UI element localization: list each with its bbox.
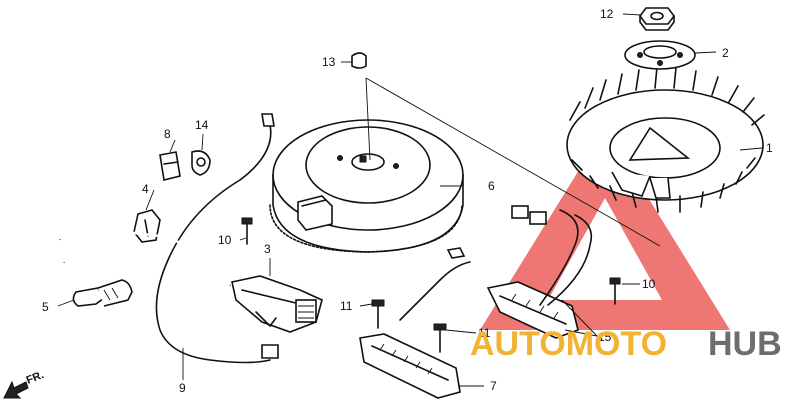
watermark-text-primary: AUTOMOTO (470, 325, 667, 363)
callout-11-b: 11 (478, 326, 491, 340)
charge-coil (359, 247, 471, 399)
callout-13: 13 (322, 55, 336, 69)
watermark-logo-text: AUTOMOTO HUB (470, 325, 782, 363)
cord-clip-8 (159, 151, 181, 181)
ignition-wire (155, 113, 279, 364)
alternator-coil (486, 205, 593, 339)
callout-2: 2 (722, 46, 729, 60)
watermark-text-secondary: HUB (708, 325, 782, 363)
starter-cup (624, 40, 696, 70)
callouts: 1 2 3 4 5 6 7 8 9 10 10 11 11 12 13 14 1… (42, 7, 773, 395)
watermark-logo-triangle (480, 128, 730, 330)
grommet (133, 209, 161, 243)
bolt-10-right (609, 277, 621, 305)
callout-7: 7 (490, 379, 497, 393)
callout-12: 12 (600, 7, 614, 21)
woodruff-key (351, 52, 367, 69)
callout-10-right: 10 (642, 277, 656, 291)
bolt-11-a (371, 299, 385, 329)
direction-label: FR. (25, 369, 46, 387)
leader-lines (57, 13, 763, 387)
callout-11-a: 11 (340, 299, 353, 313)
flywheel (269, 119, 464, 253)
callout-5: 5 (42, 300, 49, 314)
callout-4: 4 (142, 182, 149, 196)
cooling-fan (566, 66, 765, 213)
callout-6: 6 (488, 179, 495, 193)
front-direction-indicator: FR. (3, 369, 46, 399)
bolt-10-left (241, 217, 253, 245)
spark-plug-cap (72, 279, 133, 307)
flange-nut (639, 7, 675, 31)
callout-3: 3 (264, 242, 271, 256)
direction-arrow-icon (3, 380, 29, 399)
callout-1: 1 (766, 141, 773, 155)
callout-9: 9 (179, 381, 186, 395)
callout-15: 15 (598, 330, 612, 344)
callout-10-left: 10 (218, 233, 232, 247)
callout-8: 8 (164, 127, 171, 141)
callout-14: 14 (195, 118, 209, 132)
ignition-coil (58, 224, 323, 333)
bolt-11-b (433, 323, 447, 353)
cord-clip-14 (191, 150, 211, 176)
